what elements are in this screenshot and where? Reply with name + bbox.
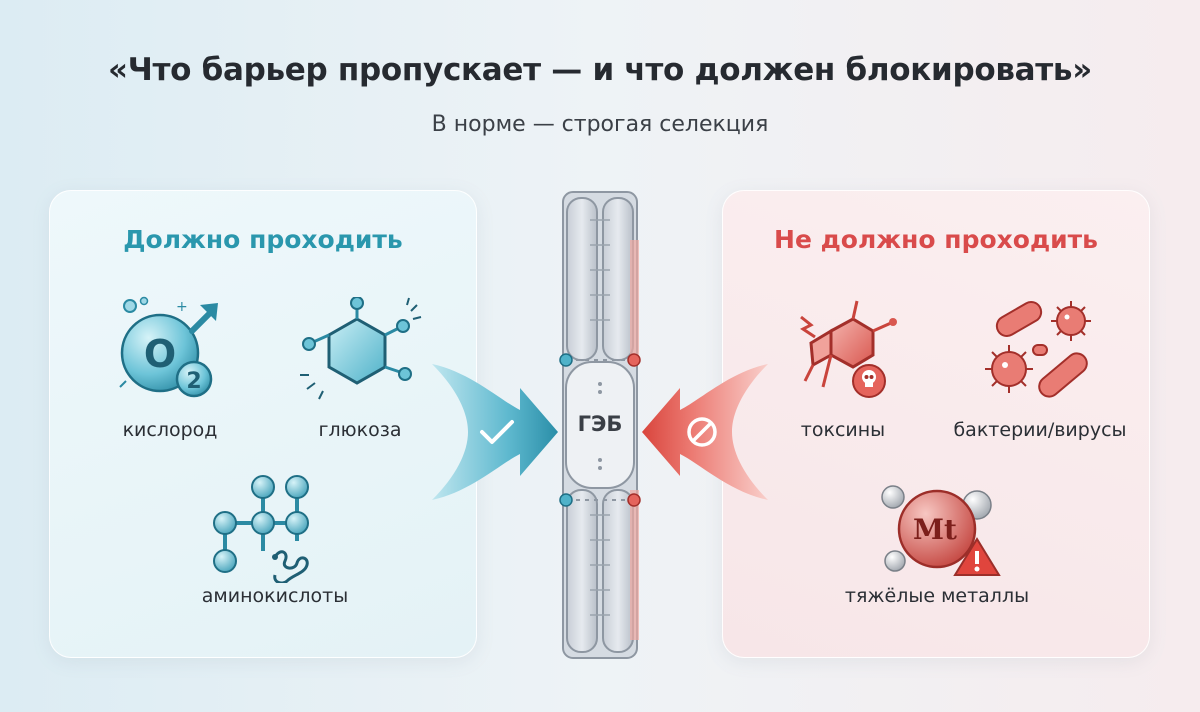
amino-acids-label: аминокислоты: [201, 585, 349, 607]
oxygen-item: O 2 + кислород: [110, 291, 230, 441]
bacteria-viruses-item: бактерии/вирусы: [953, 291, 1127, 441]
should-not-pass-panel: Не должно проходить токсины: [722, 190, 1150, 658]
page-title: «Что барьер пропускает — и что должен бл…: [108, 52, 1092, 88]
amino-acid-chain-icon: [213, 475, 309, 583]
amino-acids-item: аминокислоты: [200, 473, 350, 633]
glucose-item: глюкоза: [295, 297, 425, 447]
glucose-label: глюкоза: [318, 419, 402, 441]
oxygen-subscript: 2: [186, 369, 201, 394]
oxygen-molecule-icon: O 2 +: [119, 296, 218, 398]
should-pass-title: Должно проходить: [123, 225, 403, 254]
should-not-pass-title: Не должно проходить: [774, 225, 1098, 254]
oxygen-symbol: O: [144, 332, 176, 376]
barrier-label: ГЭБ: [577, 412, 623, 436]
svg-text:+: +: [176, 299, 188, 315]
glucose-hexagon-icon: [300, 297, 422, 400]
metal-symbol: Mt: [913, 513, 957, 546]
page-subtitle: В норме — строгая селекция: [431, 112, 769, 137]
heavy-metals-item: Mt тяжёлые металлы: [845, 471, 1029, 631]
blocked-arrow-icon: [642, 364, 768, 500]
toxin-molecule-skull-icon: [800, 300, 897, 398]
toxins-label: токсины: [800, 419, 886, 441]
blood-brain-barrier-wall-icon: [559, 191, 641, 659]
should-pass-panel: Должно проходить O 2 + кислород: [49, 190, 477, 658]
bacteria-virus-icon: [985, 301, 1091, 398]
bacteria-viruses-label: бактерии/вирусы: [953, 419, 1127, 441]
heavy-metal-warning-icon: Mt: [881, 485, 1001, 576]
heavy-metals-label: тяжёлые металлы: [844, 585, 1030, 607]
toxins-item: токсины: [783, 291, 903, 441]
checkmark-arrow-icon: [432, 364, 558, 500]
oxygen-label: кислород: [122, 419, 218, 441]
